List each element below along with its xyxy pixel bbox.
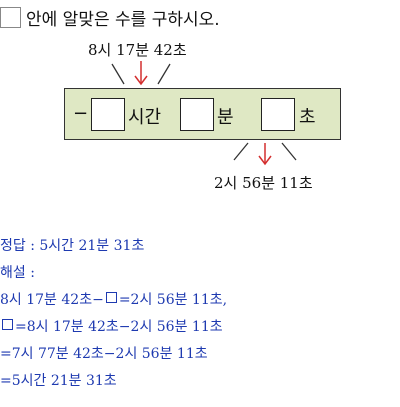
minutes-unit: 분 — [217, 107, 234, 128]
blank-square-icon — [105, 292, 117, 303]
lower-left-line — [233, 142, 249, 161]
explanation-line: =7시 77분 42초−2시 56분 11초 — [0, 346, 208, 362]
explanation-line: =5시간 21분 31초 — [0, 373, 117, 389]
start-time-label: 8시 17분 42초 — [88, 41, 187, 59]
explanation-line: =8시 17분 42초−2시 56분 11초 — [0, 314, 227, 341]
seconds-unit: 초 — [299, 107, 316, 128]
minutes-answer-box[interactable] — [180, 98, 214, 131]
explanation-heading: 해설 : — [0, 265, 35, 281]
lower-right-line — [281, 142, 297, 161]
result-time-label: 2시 56분 11초 — [214, 174, 313, 192]
hours-answer-box[interactable] — [91, 98, 125, 131]
blank-square-icon — [2, 319, 13, 330]
question-line: 안에 알맞은 수를 구하시오. — [0, 4, 220, 30]
down-arrow-top-icon — [134, 61, 148, 86]
subtraction-panel: − 시간 분 초 — [64, 88, 341, 140]
seconds-answer-box[interactable] — [261, 98, 295, 131]
answer-line: 정답 : 5시간 21분 31초 — [0, 238, 145, 254]
question-text: 안에 알맞은 수를 구하시오. — [26, 9, 220, 30]
hours-unit: 시간 — [128, 107, 162, 128]
upper-left-line — [111, 63, 125, 85]
up-arrow-bottom-icon — [258, 143, 272, 166]
answer-block: 정답 : 5시간 21분 31초 해설 : 8시 17분 42초−=2시 56분… — [0, 233, 227, 395]
blank-square-icon — [0, 6, 21, 28]
explanation-line: 8시 17분 42초−=2시 56분 11초, — [0, 292, 228, 308]
diagram-lines — [111, 61, 297, 166]
minus-sign: − — [73, 103, 89, 124]
upper-right-line — [157, 63, 171, 85]
